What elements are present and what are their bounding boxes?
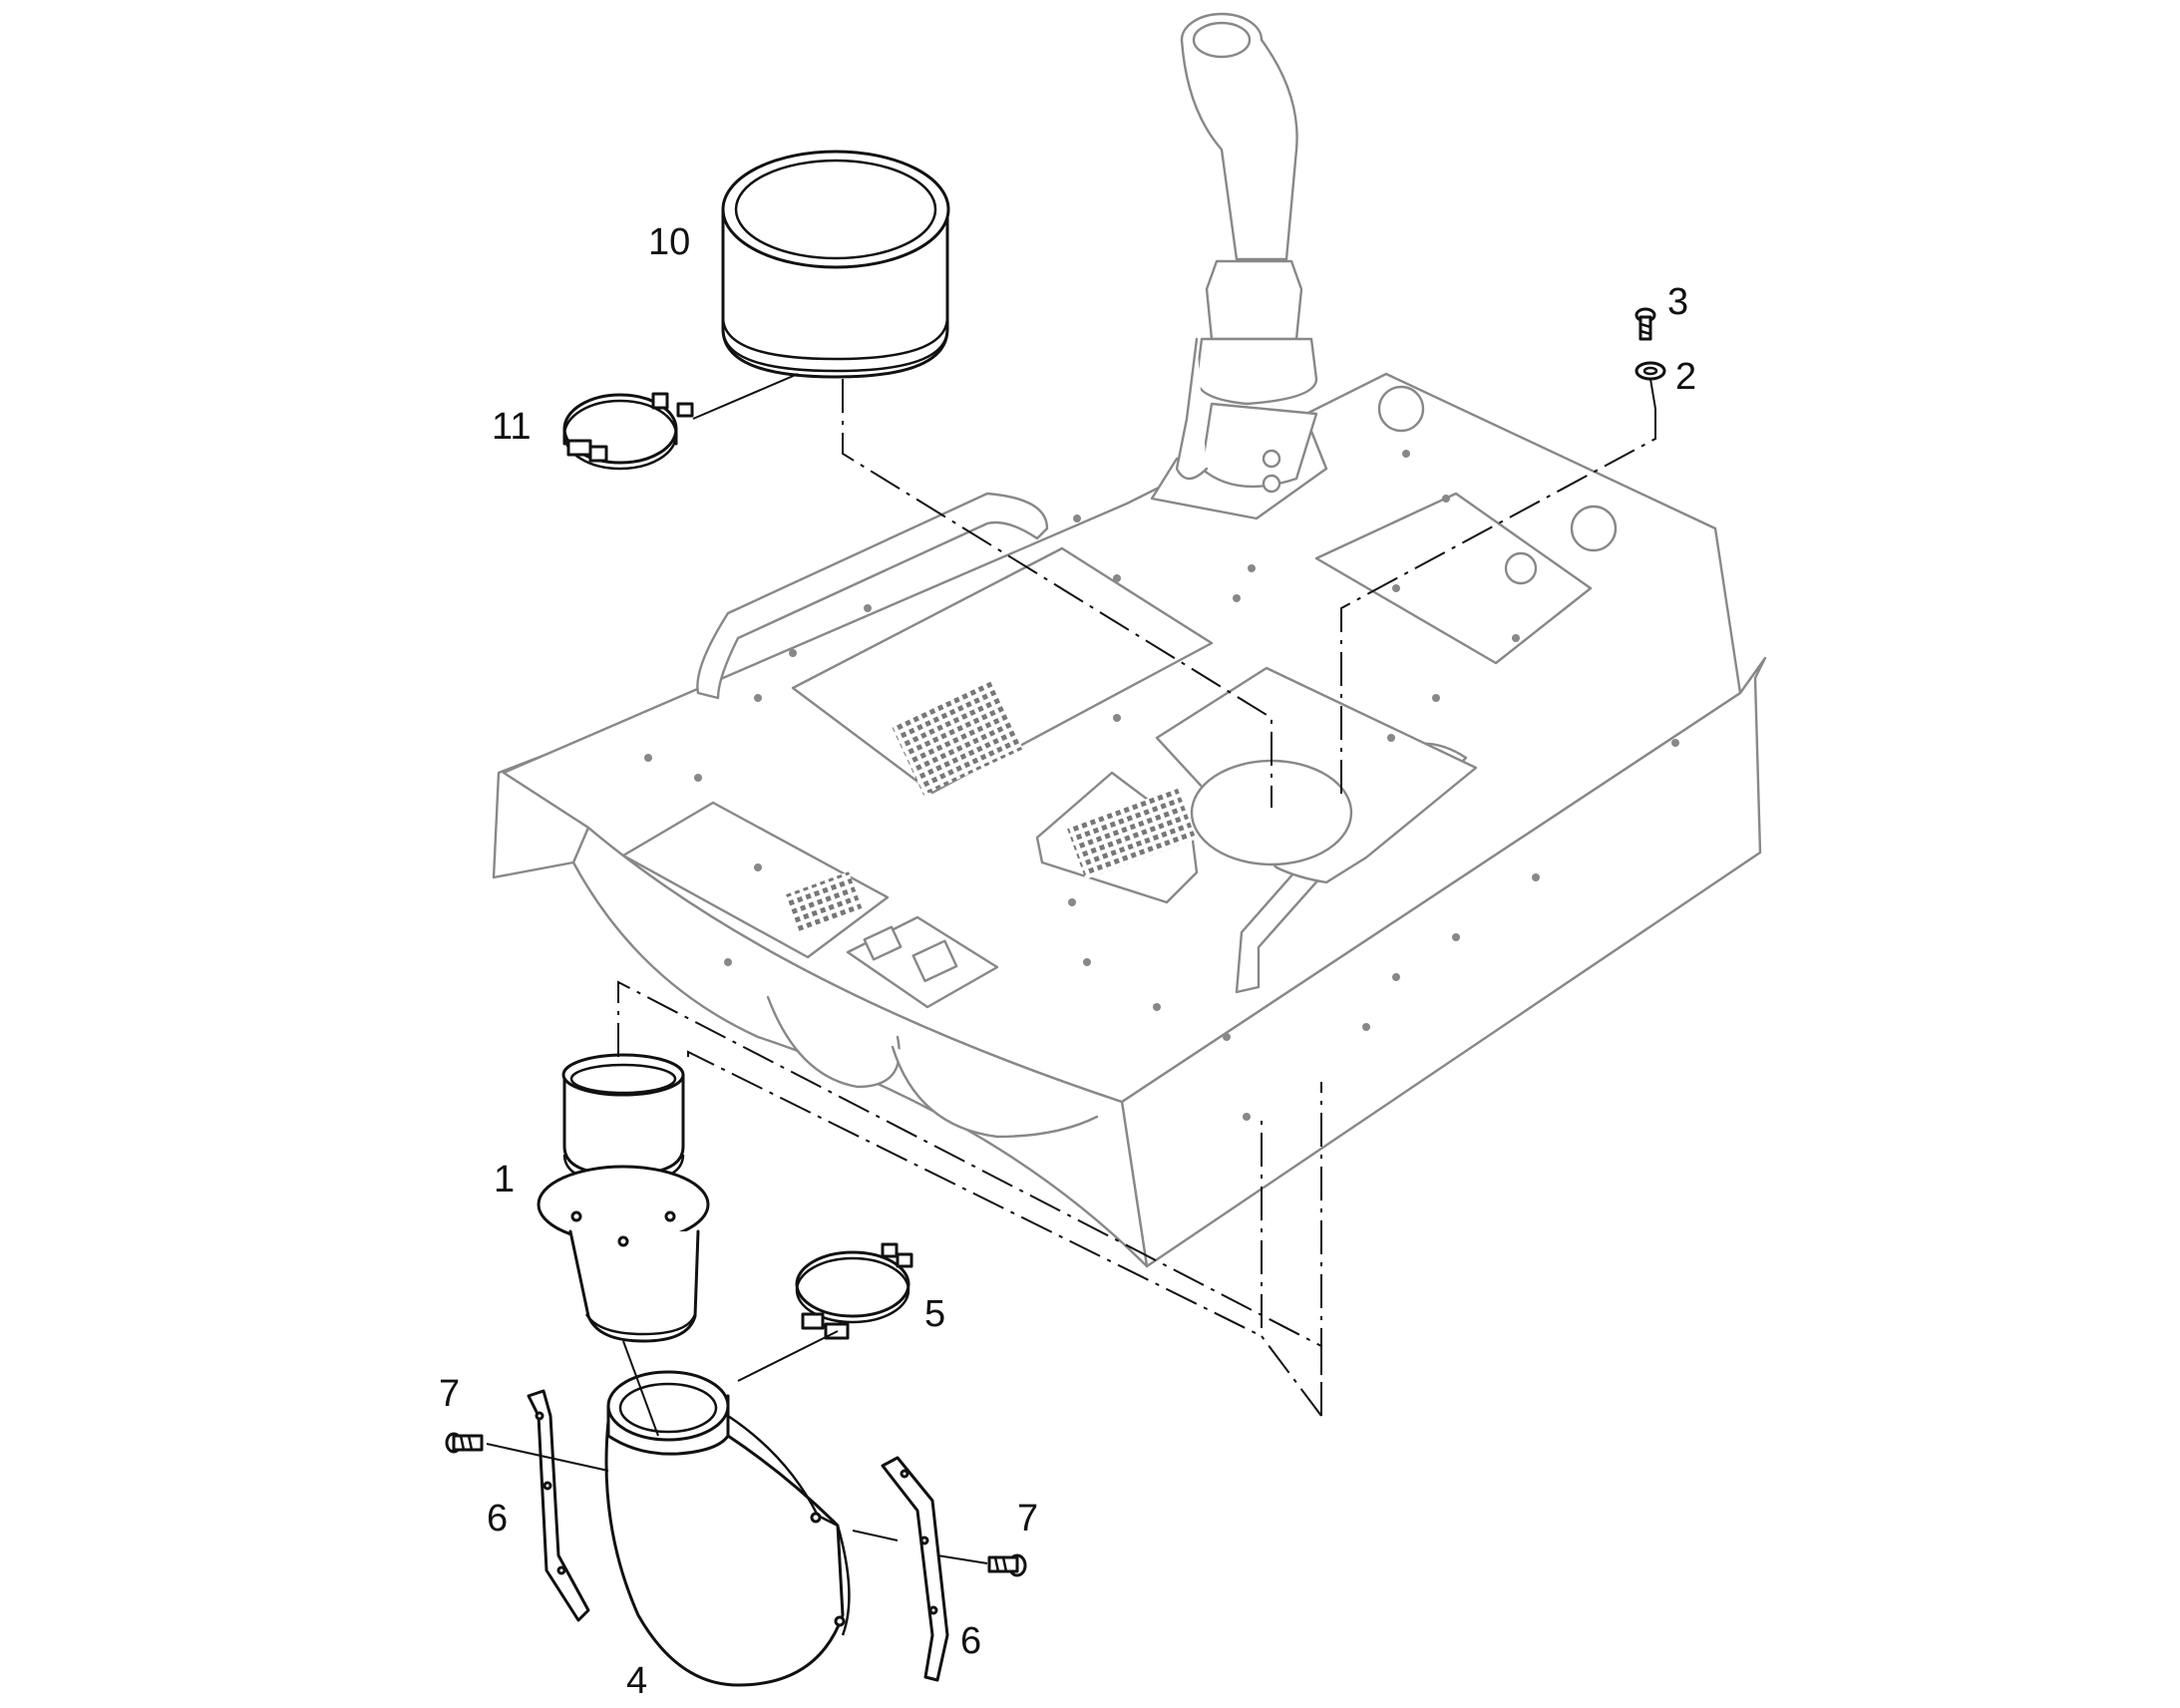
callout-7-left: 7 (439, 1373, 460, 1415)
bolt-part-7-right (987, 1553, 1027, 1577)
phantom-lines (617, 379, 1656, 1417)
callout-3: 3 (1667, 281, 1688, 323)
callout-7-right: 7 (1017, 1498, 1038, 1539)
band-clamp-part-5 (795, 1242, 913, 1340)
leader-lines (486, 373, 1656, 1564)
callout-1: 1 (494, 1159, 515, 1200)
bolt-part-3 (1635, 307, 1656, 341)
deck-panel (492, 372, 1767, 1268)
callout-6-right: 6 (960, 1620, 981, 1662)
mounting-strap-part-6-right (881, 1456, 949, 1682)
exhaust-tower (1175, 12, 1318, 494)
deck-fastener-dots (644, 450, 1679, 1121)
callout-5: 5 (924, 1293, 945, 1335)
air-filter-part-10 (721, 150, 950, 379)
adapter-tube-part-1 (537, 1053, 710, 1343)
callout-2: 2 (1675, 356, 1696, 398)
mounting-strap-part-6-left (527, 1389, 590, 1622)
callout-6-left: 6 (487, 1498, 508, 1539)
washer-part-2 (1635, 361, 1666, 381)
callout-labels: 10 11 3 2 1 5 7 6 7 6 4 (439, 221, 1696, 1702)
elbow-duct-part-4 (604, 1370, 851, 1687)
callout-11: 11 (492, 406, 531, 448)
callout-4: 4 (626, 1660, 647, 1702)
callout-10: 10 (648, 221, 690, 263)
bolt-part-7-left (445, 1432, 484, 1454)
band-clamp-part-11 (562, 392, 694, 471)
